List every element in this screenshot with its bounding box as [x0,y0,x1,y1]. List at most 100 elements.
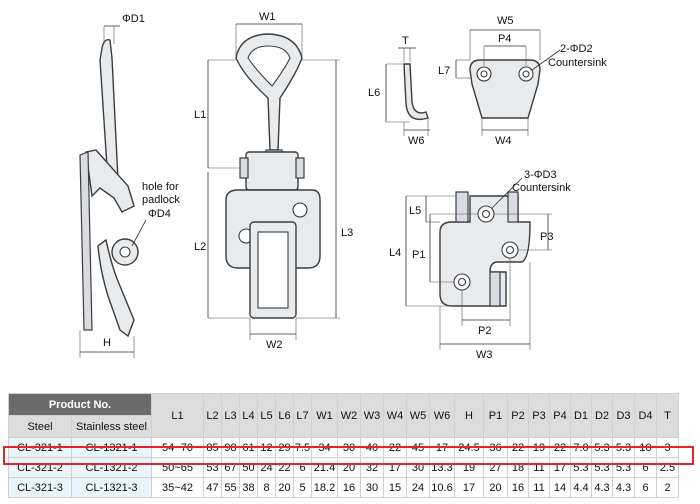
col-header: P4 [549,393,571,438]
steel-header: Steel [8,415,72,438]
value-cell: 18 [507,457,529,478]
value-cell: 7.5 [293,437,312,458]
hook-side-view: T L6 W6 [368,35,430,147]
dim-w4: W4 [495,135,512,147]
stainless-model-cell: CL-1321-3 [71,477,152,498]
value-cell: 36 [483,437,508,458]
value-cell: 15 [383,477,407,498]
value-cell: 16 [337,477,361,498]
value-cell: 50 [239,457,258,478]
col-header: L5 [257,393,276,438]
value-cell: 6 [634,477,657,498]
dim-w1: W1 [259,11,276,23]
dim-w5: W5 [497,15,514,27]
value-cell: 30 [406,457,430,478]
value-cell: 24.5 [454,437,484,458]
value-cell: 38 [239,477,258,498]
value-cell: 4.3 [591,477,613,498]
dim-w2: W2 [266,339,283,351]
col-header: L2 [203,393,222,438]
dim-p1: P1 [412,249,425,261]
dim-h: H [103,337,111,349]
dim-l4: L4 [389,247,401,259]
value-cell: 85 [203,437,222,458]
value-cell: 20 [275,477,294,498]
dim-w3: W3 [476,349,493,361]
col-header: D2 [591,393,613,438]
value-cell: 24 [406,477,430,498]
dim-l3: L3 [341,227,353,239]
stainless-model-cell: CL-1321-1 [71,437,152,458]
dim-t: T [402,35,409,47]
value-cell: 32 [360,457,384,478]
value-cell: 18.2 [311,477,338,498]
value-cell: 6 [293,457,312,478]
note-countersink-2: Countersink [548,57,607,69]
steel-model-cell: CL-321-1 [8,437,72,458]
value-cell: 8 [257,477,276,498]
value-cell: 67 [221,457,240,478]
value-cell: 47 [203,477,222,498]
col-header: H [454,393,484,438]
dim-p4: P4 [498,33,511,45]
value-cell: 19 [528,437,550,458]
note-hole-for: hole for [142,181,179,193]
dim-p3: P3 [540,231,553,243]
col-header: L4 [239,393,258,438]
value-cell: 5.3 [612,437,635,458]
value-cell: 5.3 [591,437,613,458]
dim-p2: P2 [478,325,491,337]
note-padlock: padlock [142,194,180,206]
spec-table: Product No. L1 L2 L3 L4 L5 L6 L7 W1 W2 W… [8,393,700,498]
value-cell: 27 [483,457,508,478]
value-cell: 53 [203,457,222,478]
col-header: P3 [528,393,550,438]
value-cell: 2 [656,477,679,498]
col-header: W2 [337,393,361,438]
value-cell: 6 [634,457,657,478]
steel-model-cell: CL-321-3 [8,477,72,498]
value-cell: 55 [221,477,240,498]
value-cell: 22 [549,437,571,458]
product-no-header: Product No. [8,393,152,416]
value-cell: 10.6 [429,477,455,498]
value-cell: 29 [275,437,294,458]
value-cell: 35~42 [151,477,204,498]
front-view: W1 L1 L2 L3 W2 [194,11,353,351]
col-header: W5 [406,393,430,438]
value-cell: 7.0 [570,437,592,458]
side-view: ΦD1 H hole for padlock ΦD4 [79,13,180,358]
col-header: W6 [429,393,455,438]
value-cell: 30 [337,437,361,458]
dim-w6: W6 [408,135,425,147]
dim-l5: L5 [409,205,421,217]
col-header: P2 [507,393,529,438]
value-cell: 17 [454,477,484,498]
dim-d1: ΦD1 [122,13,145,25]
value-cell: 17 [549,457,571,478]
note-countersink-3: Countersink [512,182,571,194]
dim-l7: L7 [438,65,450,77]
col-header: L3 [221,393,240,438]
value-cell: 20 [483,477,508,498]
col-header: W1 [311,393,338,438]
note-2d2: 2-ΦD2 [560,43,593,55]
value-cell: 16 [507,477,529,498]
value-cell: 40 [360,437,384,458]
stainless-model-cell: CL-1321-2 [71,457,152,478]
col-header: D3 [612,393,635,438]
value-cell: 5.3 [591,457,613,478]
col-header: D1 [570,393,592,438]
value-cell: 61 [239,437,258,458]
value-cell: 22 [275,457,294,478]
note-d4: ΦD4 [148,208,171,220]
value-cell: 11 [528,457,550,478]
col-header: P1 [483,393,508,438]
value-cell: 5 [293,477,312,498]
value-cell: 22 [383,437,407,458]
stainless-header: Stainless steel [71,415,152,438]
dim-l2: L2 [194,241,206,253]
